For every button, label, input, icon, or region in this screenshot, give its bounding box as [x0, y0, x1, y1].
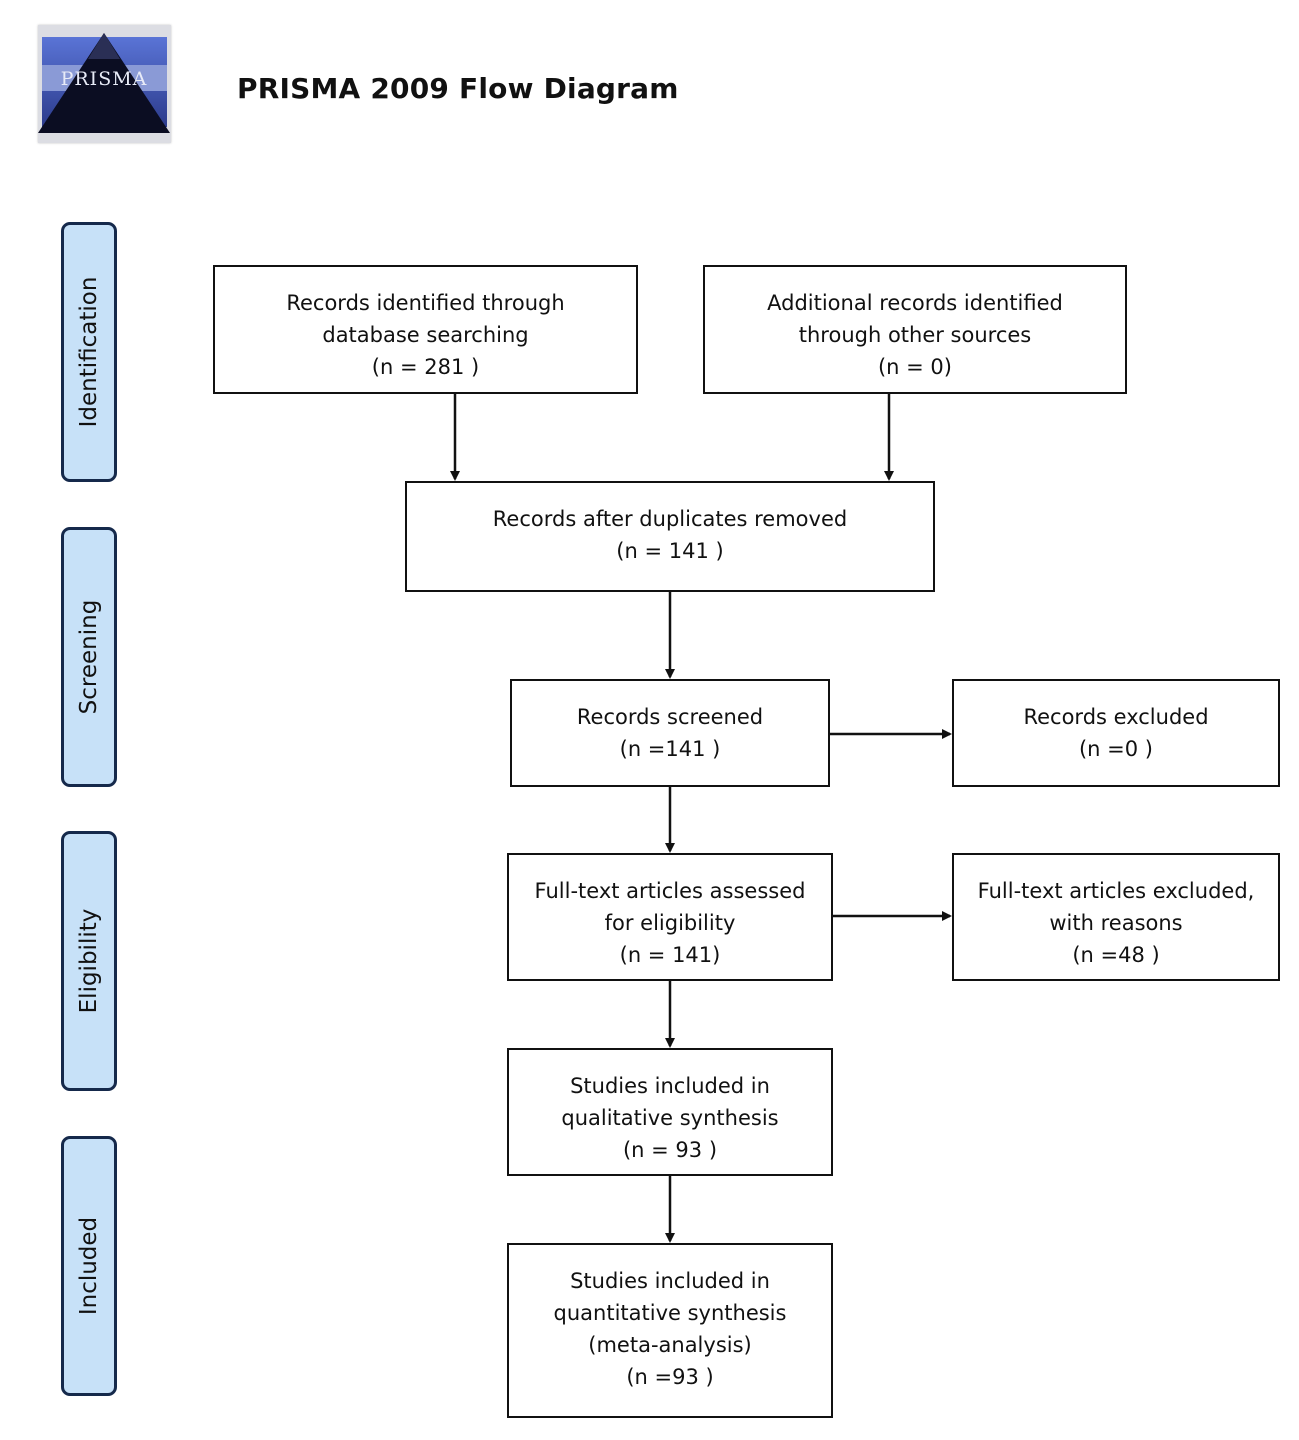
box-after-duplicates: Records after duplicates removed (n = 14…: [405, 481, 935, 592]
box-line: Records identified through: [286, 291, 565, 315]
box-quantitative-synthesis: Studies included in quantitative synthes…: [507, 1243, 833, 1418]
box-records-screened: Records screened (n =141 ): [510, 679, 830, 787]
box-line: (n =141 ): [619, 737, 721, 761]
box-line: database searching: [322, 323, 529, 347]
box-line: (n =48 ): [1072, 943, 1160, 967]
stage-screening: Screening: [61, 527, 117, 787]
box-line: Records screened: [576, 705, 764, 729]
box-fulltext-assessed: Full-text articles assessed for eligibil…: [507, 853, 833, 981]
box-line: Full-text articles excluded,: [977, 879, 1255, 903]
box-database-records: Records identified through database sear…: [213, 265, 638, 394]
box-line: through other sources: [798, 323, 1032, 347]
box-line: (n = 141): [619, 943, 721, 967]
box-fulltext-excluded: Full-text articles excluded, with reason…: [952, 853, 1280, 981]
box-line: quantitative synthesis: [553, 1301, 787, 1325]
box-line: (meta-analysis): [588, 1333, 752, 1357]
box-line: Additional records identified: [767, 291, 1063, 315]
box-line: qualitative synthesis: [561, 1106, 779, 1130]
box-line: with reasons: [1049, 911, 1183, 935]
box-other-records: Additional records identified through ot…: [703, 265, 1127, 394]
box-line: Records excluded: [1023, 705, 1209, 729]
prisma-logo: PRISMA: [38, 25, 171, 143]
box-line: (n = 0): [877, 355, 952, 379]
stage-included: Included: [61, 1136, 117, 1396]
box-line: (n =0 ): [1078, 737, 1153, 761]
logo-text: PRISMA: [61, 68, 148, 90]
box-line: (n = 93 ): [622, 1138, 718, 1162]
box-line: for eligibility: [604, 911, 736, 935]
box-line: Studies included in: [570, 1074, 770, 1098]
box-line: (n = 281 ): [371, 355, 480, 379]
box-records-excluded: Records excluded (n =0 ): [952, 679, 1280, 787]
stage-eligibility: Eligibility: [61, 831, 117, 1091]
page-title: PRISMA 2009 Flow Diagram: [237, 72, 679, 105]
box-line: Full-text articles assessed: [534, 879, 806, 903]
box-line: Records after duplicates removed: [492, 507, 848, 531]
stage-identification: Identification: [61, 222, 117, 482]
box-line: (n = 141 ): [616, 539, 724, 563]
box-line: Studies included in: [570, 1269, 770, 1293]
box-line: (n =93 ): [626, 1365, 714, 1389]
box-qualitative-synthesis: Studies included in qualitative synthesi…: [507, 1048, 833, 1176]
